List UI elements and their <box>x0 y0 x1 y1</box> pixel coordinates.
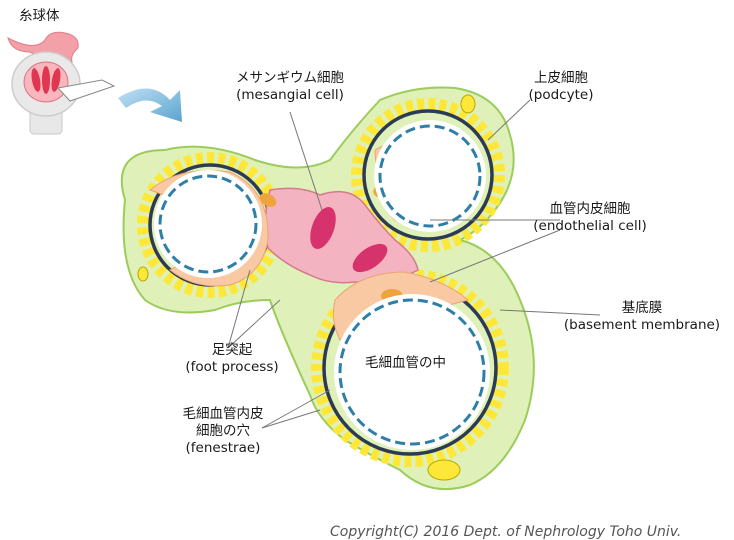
zoom-arrow <box>118 88 182 122</box>
mesangial-label-jp: メサンギウム細胞 <box>236 70 344 86</box>
foot-process-label-jp: 足突起 <box>211 342 253 358</box>
mesangial-label: メサンギウム細胞 (mesangial cell) <box>228 70 352 104</box>
podocyte-nuclei <box>137 94 476 481</box>
fenestrae-label-en: (fenestrae) <box>185 440 261 456</box>
fenestrae-label: 毛細血管内皮 細胞の穴 (fenestrae) <box>170 406 276 457</box>
mesangial-cells <box>264 187 419 284</box>
capillary-lumens <box>154 120 490 450</box>
glomerulus-thumbnail <box>7 31 116 135</box>
leader-lines <box>227 99 601 429</box>
mesangial-label-en: (mesangial cell) <box>236 87 344 103</box>
basement-membrane-label-jp: 基底膜 <box>621 300 663 316</box>
fenestrae-label-jp-1: 毛細血管内皮 <box>182 406 264 422</box>
endothelial-label-jp: 血管内皮細胞 <box>549 201 631 217</box>
podocyte-label: 上皮細胞 (podcyte) <box>526 70 596 104</box>
lumen-label: 毛細血管の中 <box>365 355 446 371</box>
endothelial-label-en: (endothelial cell) <box>533 218 647 234</box>
podocyte-label-en: (podcyte) <box>528 87 594 103</box>
endothelial-label: 血管内皮細胞 (endothelial cell) <box>524 201 656 235</box>
basement-membrane-label-en: (basement membrane) <box>563 317 721 333</box>
basement-membrane-label: 基底膜 (basement membrane) <box>556 300 728 334</box>
foot-process-label-en: (foot process) <box>185 359 279 375</box>
foot-process-label: 足突起 (foot process) <box>176 342 288 376</box>
glomerulus-label: 糸球体 <box>19 8 60 24</box>
fenestrae-label-jp-2: 細胞の穴 <box>196 423 250 439</box>
podocyte-label-jp: 上皮細胞 <box>534 70 588 86</box>
copyright-text: Copyright(C) 2016 Dept. of Nephrology To… <box>330 524 682 540</box>
